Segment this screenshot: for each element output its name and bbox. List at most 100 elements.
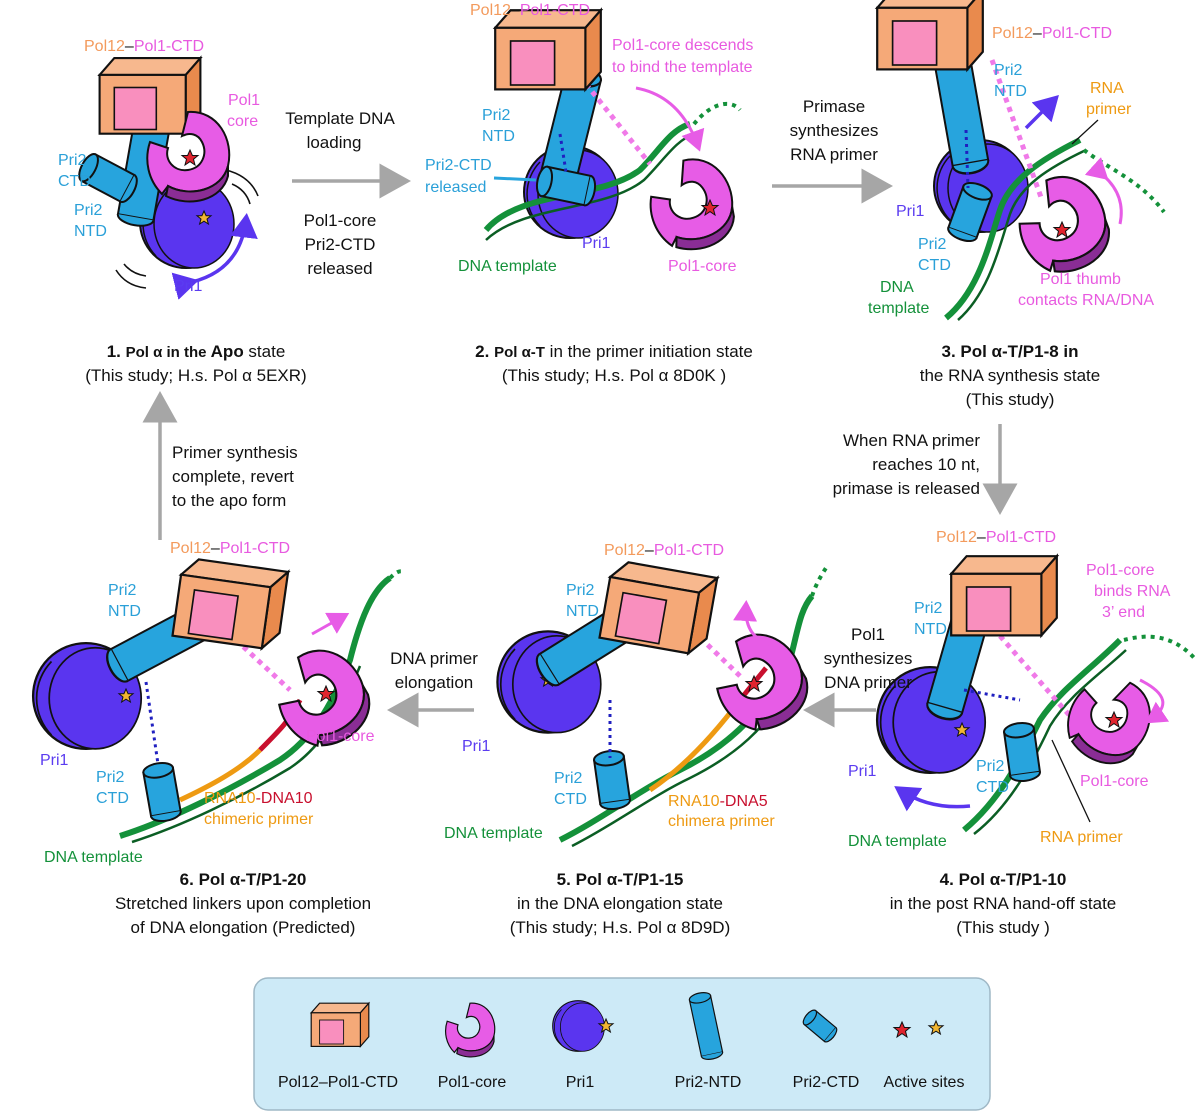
active-site-red-star [1053, 221, 1071, 238]
legend-item-1: Pol1-core [438, 1074, 507, 1091]
label-pri2-ntd-a: Pri2 [482, 107, 511, 124]
svg-text:1. Pol α in the Apo state: 1. Pol α in the Apo state [107, 342, 286, 361]
svg-text:RNA10-DNA5: RNA10-DNA5 [668, 793, 768, 810]
caption-2-rest: in the primer initiation state [545, 342, 753, 361]
label-chimera-rna: RNA10 [204, 790, 256, 807]
label-chimera-dna: DNA5 [725, 793, 768, 810]
chimera-strand [178, 748, 262, 803]
caption-4-line2: in the post RNA hand-off state [890, 894, 1117, 913]
legend-pol12-icon [310, 1002, 370, 1048]
label-pri2-ntd-a: Pri2 [994, 62, 1023, 79]
caption-1-bold-a: Pol α in the [126, 344, 211, 361]
label-pol1-ctd: Pol1-CTD [654, 542, 724, 559]
label-dna-template: DNA template [444, 825, 543, 842]
label-pol1-ctd: Pol1-CTD [986, 529, 1056, 546]
label-dash: – [977, 529, 986, 546]
dna-template [944, 137, 1082, 321]
pri2-ctd-cylinder [141, 759, 183, 825]
label-chimera-dash: - [720, 793, 725, 810]
label-dash: – [125, 38, 134, 55]
caption-3-bold: 3. Pol α-T/P1-8 in [941, 342, 1078, 361]
label-pri1: Pri1 [848, 763, 877, 780]
arrow12-top-a: Template DNA [285, 109, 395, 128]
note-thumb-a: Pol1 thumb [1040, 271, 1121, 288]
label-pri2-ctd-a: Pri2 [918, 236, 947, 253]
label-chimera-b: chimera primer [668, 813, 775, 830]
caption-2-bold: Pol α-T [494, 344, 545, 361]
note-descend-b: to bind the template [612, 59, 753, 76]
transition-2-3: Primase synthesizes RNA primer [772, 97, 893, 204]
caption-5-line3: (This study; H.s. Pol α 8D9D) [510, 918, 731, 937]
label-pol1-ctd: Pol1-CTD [134, 38, 204, 55]
label-dna-b: template [868, 300, 929, 317]
legend: Pol12–Pol1-CTD Pol1-core Pri1 Pri2-NTD P… [253, 977, 991, 1111]
pol12-box [494, 9, 602, 91]
label-chimera-dash: - [256, 790, 261, 807]
arrow61-text-c: to the apo form [172, 491, 286, 510]
arrow12-bottom-c: released [307, 259, 372, 278]
label-dash: – [211, 540, 220, 557]
caption-6-line2: Stretched linkers upon completion [115, 894, 371, 913]
label-rna-primer-b: primer [1086, 101, 1132, 118]
label-pri2-ntd-b: NTD [482, 128, 515, 145]
label-pri2-ntd-a: Pri2 [914, 600, 943, 617]
label-pri1: Pri1 [582, 235, 611, 252]
label-pol1-core: Pol1-core [1080, 773, 1149, 790]
label-dna-template: DNA template [848, 833, 947, 850]
motion-lines [115, 169, 259, 289]
panel-6: Pol12–Pol1-CTD Pri2 NTD Pri1 Pri2 CTD Po… [31, 540, 405, 937]
label-pol12: Pol12 [470, 2, 511, 19]
arrow45-text-b: synthesizes [824, 649, 913, 668]
label-pol1-core-a: Pol1 [228, 92, 260, 109]
caption-5-bold: 5. Pol α-T/P1-15 [557, 870, 684, 889]
label-pri2-ntd-a: Pri2 [108, 582, 137, 599]
arrow23-text-a: Primase [803, 97, 865, 116]
label-pri2-ntd-b: NTD [74, 223, 107, 240]
label-pri2-ctd-b: CTD [58, 173, 91, 190]
label-dash: – [1033, 25, 1042, 42]
arrow12-top-b: loading [307, 133, 362, 152]
dna-template [962, 637, 1123, 833]
label-dash: – [511, 2, 520, 19]
arrow12-bottom-b: Pri2-CTD [305, 235, 376, 254]
transition-6-1: Primer synthesis complete, revert to the… [142, 391, 298, 540]
descend-arrow [635, 86, 705, 152]
arrow61-text-a: Primer synthesis [172, 443, 298, 462]
label-pri2-ctd-a: Pri2 [976, 758, 1005, 775]
note-binds-a: Pol1-core [1086, 562, 1155, 579]
label-pri2-ctd-a: Pri2 [554, 770, 583, 787]
svg-text:Pol12–Pol1-CTD: Pol12–Pol1-CTD [936, 529, 1056, 546]
caption-6-line3: of DNA elongation (Predicted) [131, 918, 356, 937]
label-pol1-core: Pol1-core [668, 258, 737, 275]
legend-item-4: Pri2-CTD [793, 1074, 860, 1091]
label-pri2-ntd-b: NTD [914, 621, 947, 638]
label-pri2-ntd-b: NTD [108, 603, 141, 620]
caption-2-num: 2. [475, 342, 494, 361]
svg-text:Pol12–Pol1-CTD: Pol12–Pol1-CTD [992, 25, 1112, 42]
label-pol12: Pol12 [604, 542, 645, 559]
dna-template [483, 121, 692, 233]
rotation-arrow [171, 213, 258, 300]
label-pri1: Pri1 [40, 752, 69, 769]
pol12-box [171, 556, 290, 652]
svg-text:RNA10-DNA10: RNA10-DNA10 [204, 790, 313, 807]
panel-5: Pol12–Pol1-CTD Pri2 NTD Pri1 Pri2 CTD DN… [444, 542, 828, 937]
pri2-ctd-cylinder [592, 748, 632, 812]
arrow34-text-a: When RNA primer [843, 431, 980, 450]
arrow34-text-b: reaches 10 nt, [872, 455, 980, 474]
label-rna-primer-a: RNA [1090, 80, 1124, 97]
label-pri1: Pri1 [896, 203, 925, 220]
label-pol12: Pol12 [992, 25, 1033, 42]
transition-3-4: When RNA primer reaches 10 nt, primase i… [833, 424, 1018, 515]
arrow45-text-c: DNA primer [824, 673, 912, 692]
label-chimera-dna: DNA10 [261, 790, 313, 807]
label-dash: – [645, 542, 654, 559]
note-binds-c: 3’ end [1102, 604, 1145, 621]
caption-3-line3: (This study) [966, 390, 1055, 409]
note-binds-b: binds RNA [1094, 583, 1171, 600]
label-pol12: Pol12 [936, 529, 977, 546]
label-pol1-core: Pol1-core [306, 728, 375, 745]
caption-1-line2: (This study; H.s. Pol α 5EXR) [85, 366, 306, 385]
svg-text:Pol12–Pol1-CTD: Pol12–Pol1-CTD [470, 2, 590, 19]
caption-5-line2: in the DNA elongation state [517, 894, 723, 913]
